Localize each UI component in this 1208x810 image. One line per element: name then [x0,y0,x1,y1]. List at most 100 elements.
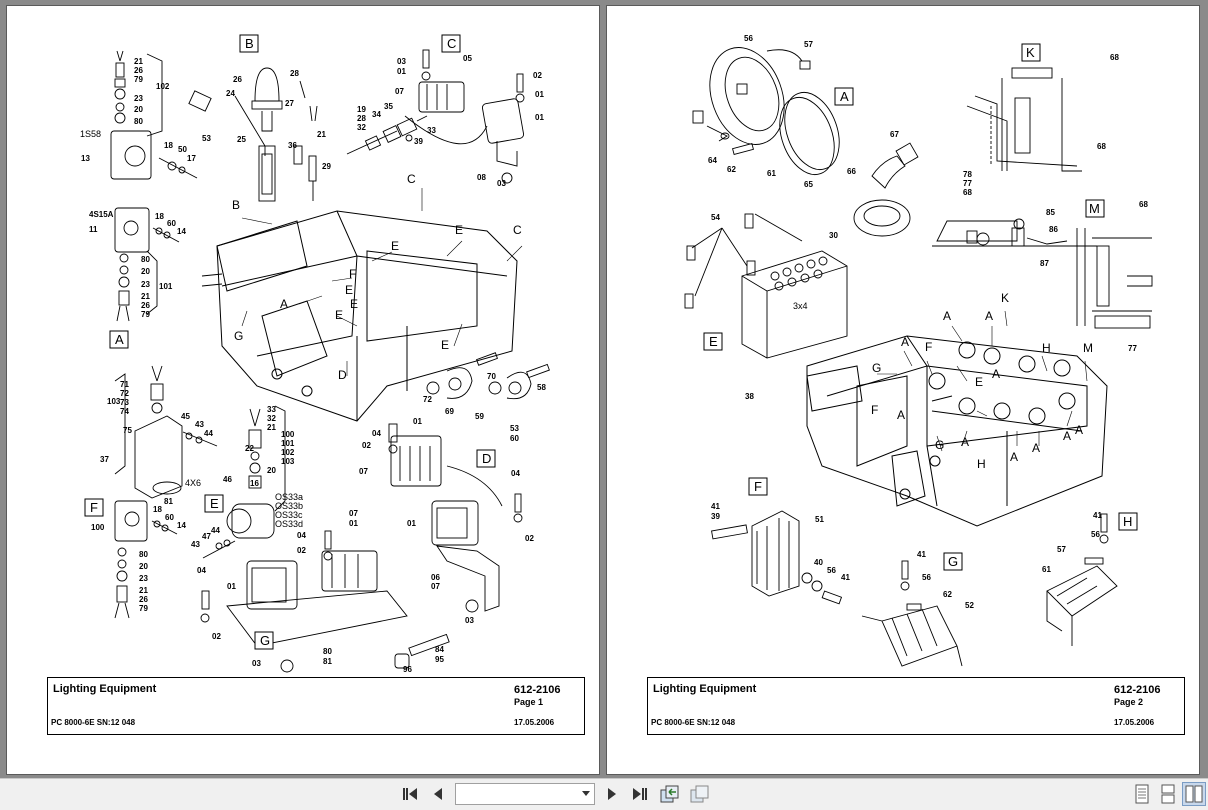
svg-text:39: 39 [711,512,720,521]
detail-H-cable-tray [1046,513,1118,646]
svg-text:67: 67 [890,130,899,139]
svg-text:27: 27 [285,99,294,108]
svg-text:04: 04 [197,566,206,575]
go-forward-icon [690,785,709,803]
svg-text:59: 59 [475,412,484,421]
single-page-view-button[interactable] [1130,782,1154,806]
svg-text:61: 61 [767,169,776,178]
svg-text:E: E [350,297,358,311]
svg-text:100: 100 [91,523,105,532]
leader-lines [877,310,1088,452]
svg-text:80: 80 [323,647,332,656]
svg-text:80: 80 [139,550,148,559]
svg-text:G: G [234,329,243,343]
next-page-button[interactable] [600,782,624,806]
svg-text:17: 17 [187,154,196,163]
svg-text:85: 85 [1046,208,1055,217]
svg-text:74: 74 [120,407,129,416]
svg-text:A: A [1075,423,1083,437]
svg-text:52: 52 [965,601,974,610]
callout-H: H [1123,514,1132,529]
document-page-1: B C A D E F G B C C E E F E E A E G D E … [7,6,599,774]
svg-text:26: 26 [139,595,148,604]
drawing-title: Lighting Equipment [53,683,157,695]
single-page-view-icon [1135,784,1149,804]
svg-text:60: 60 [165,513,174,522]
svg-text:A: A [901,335,909,349]
drawing-number: 612-2106 [1114,684,1161,696]
drawing-title: Lighting Equipment [653,683,757,695]
svg-text:28: 28 [290,69,299,78]
svg-text:21: 21 [317,130,326,139]
svg-text:20: 20 [267,466,276,475]
svg-text:56: 56 [827,566,836,575]
svg-text:03: 03 [497,179,506,188]
svg-text:14: 14 [177,521,186,530]
svg-text:28: 28 [357,114,366,123]
svg-text:95: 95 [435,655,444,664]
relay-assembly-C [404,49,525,184]
page-label: Page 2 [1114,697,1144,707]
svg-text:41: 41 [711,502,720,511]
svg-text:03: 03 [397,57,406,66]
socket-assembly-4X6 [114,365,218,499]
work-light-assembly-D [388,423,523,613]
svg-text:07: 07 [349,509,358,518]
viewer-toolbar [0,778,1208,810]
svg-text:77: 77 [963,179,972,188]
svg-text:4X6: 4X6 [185,478,201,488]
first-page-button[interactable] [398,782,422,806]
page-select[interactable] [455,783,595,805]
svg-text:68: 68 [1097,142,1106,151]
svg-text:06: 06 [431,573,440,582]
svg-text:H: H [1042,341,1051,355]
svg-text:102: 102 [156,82,170,91]
previous-page-button[interactable] [426,782,450,806]
callout-A: A [115,332,124,347]
svg-text:03: 03 [252,659,261,668]
svg-text:41: 41 [1093,511,1102,520]
svg-text:20: 20 [139,562,148,571]
go-back-button[interactable] [658,782,682,806]
callout-G: G [260,633,270,648]
exploded-parts-drawing-page-2: A K M E F G H A A K A F H M G E A F A G … [684,34,1153,667]
detail-G-cable-tray [861,560,963,667]
svg-text:26: 26 [141,301,150,310]
svg-text:56: 56 [922,573,931,582]
svg-text:25: 25 [237,135,246,144]
svg-text:53: 53 [202,134,211,143]
svg-text:18: 18 [155,212,164,221]
svg-text:20: 20 [141,267,150,276]
svg-text:16: 16 [250,479,259,488]
svg-text:K: K [1001,291,1009,305]
svg-text:A: A [992,367,1000,381]
svg-text:01: 01 [349,519,358,528]
svg-text:19: 19 [357,105,366,114]
svg-text:A: A [985,309,993,323]
document-page-2: A K M E F G H A A K A F H M G E A F A G … [607,6,1199,774]
machine-frame [201,210,518,422]
last-page-button[interactable] [628,782,652,806]
svg-text:54: 54 [711,213,720,222]
svg-text:E: E [455,223,463,237]
svg-text:F: F [925,340,932,354]
continuous-view-button[interactable] [1156,782,1180,806]
callout-A: A [840,89,849,104]
svg-text:60: 60 [510,434,519,443]
svg-text:23: 23 [134,94,143,103]
svg-text:32: 32 [357,123,366,132]
svg-text:45: 45 [181,412,190,421]
svg-text:C: C [513,223,522,237]
svg-text:13: 13 [81,154,90,163]
svg-text:A: A [961,435,969,449]
frame-callout-letters: A A K A F H M G E A F A G A H A A A A [871,291,1093,471]
go-forward-button[interactable] [688,782,712,806]
svg-text:A: A [1032,441,1040,455]
facing-pages-view-button[interactable] [1182,782,1206,806]
svg-text:21: 21 [267,423,276,432]
svg-text:77: 77 [1128,344,1137,353]
svg-text:OS33d: OS33d [275,519,303,529]
page-label: Page 1 [514,697,544,707]
junction-box-assembly [684,213,848,359]
svg-text:E: E [345,283,353,297]
